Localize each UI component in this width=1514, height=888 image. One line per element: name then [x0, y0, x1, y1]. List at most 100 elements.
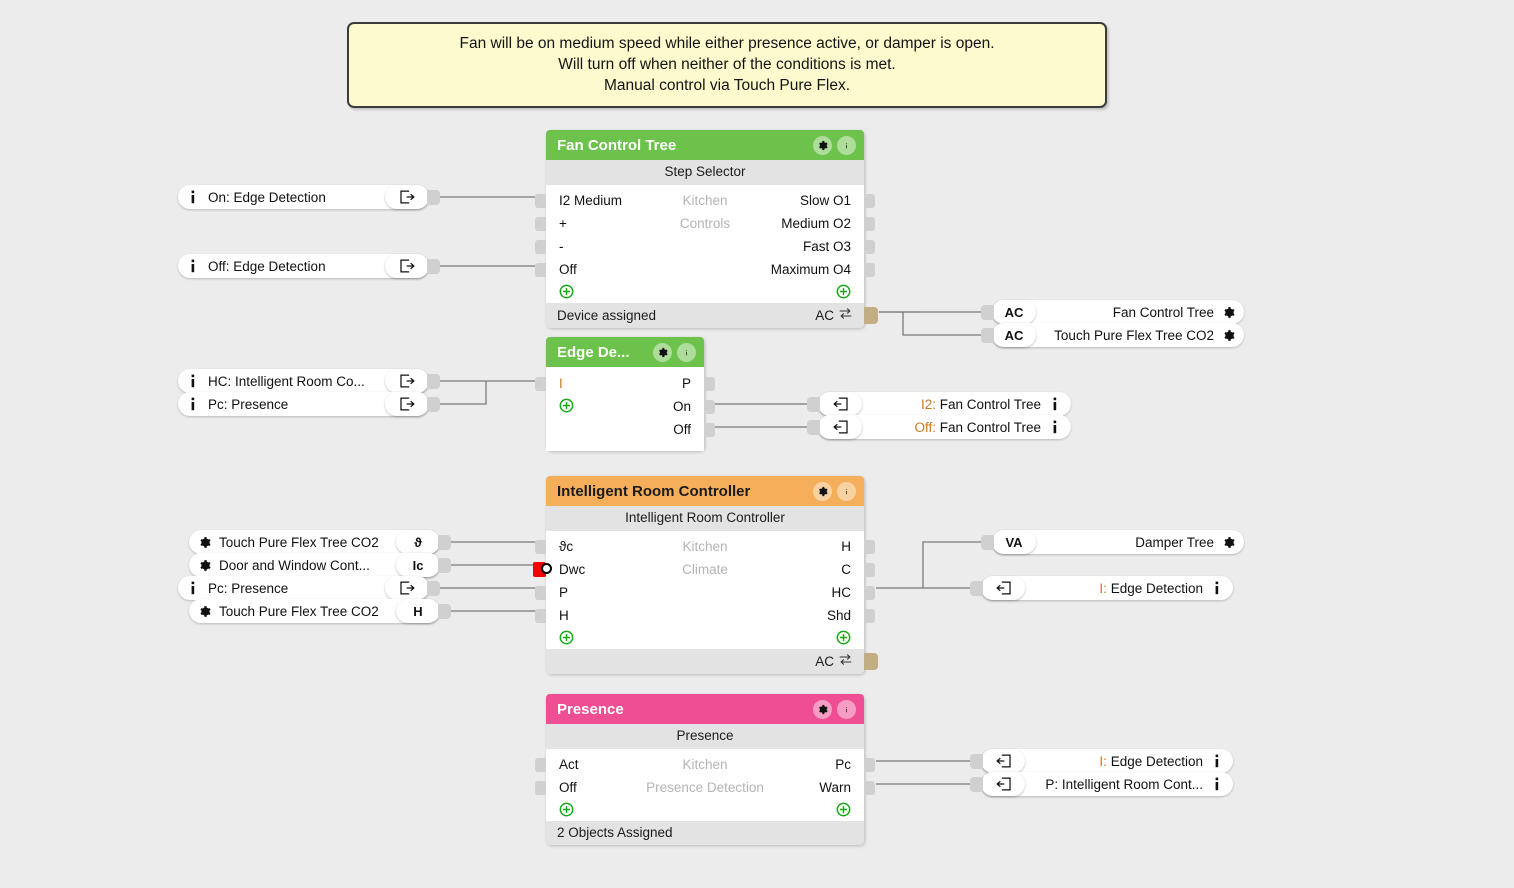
ac-port[interactable] — [864, 306, 878, 324]
output-port[interactable] — [704, 376, 715, 391]
node-edge-detection[interactable]: Edge De... I P — [535, 337, 715, 451]
input-port[interactable] — [535, 539, 546, 554]
pill-source-door-and-window-controller[interactable]: Door and Window Cont... Ic — [189, 553, 451, 577]
pill-target-damper-tree[interactable]: VA Damper Tree — [981, 530, 1244, 554]
gear-icon[interactable] — [1221, 329, 1235, 342]
input-port[interactable] — [535, 780, 546, 795]
connector-nub[interactable] — [970, 580, 983, 596]
node-intelligent-room-controller[interactable]: Intelligent Room Controller Intelligent … — [533, 476, 878, 674]
pill-source-pc-presence-irc[interactable]: Pc: Presence — [178, 576, 440, 600]
add-input-icon[interactable] — [559, 630, 574, 645]
pill-source-off-edge-detection[interactable]: Off: Edge Detection — [178, 254, 440, 278]
import-icon[interactable] — [818, 392, 862, 416]
export-icon[interactable] — [385, 185, 429, 209]
connector-nub[interactable] — [970, 776, 983, 792]
connector-nub[interactable] — [970, 753, 983, 769]
pill-name: Edge Detection — [1106, 753, 1203, 769]
add-output-icon[interactable] — [836, 630, 851, 645]
pill-source-hc-intelligent-room-controller[interactable]: HC: Intelligent Room Co... — [178, 369, 440, 393]
pill-target-off-fan-control-tree[interactable]: Off: Fan Control Tree — [807, 415, 1071, 439]
ic-badge[interactable]: Ic — [396, 553, 440, 577]
output-port[interactable] — [704, 422, 715, 437]
input-port[interactable] — [535, 216, 546, 231]
temperature-badge[interactable]: ϑ — [396, 530, 440, 554]
connector-nub[interactable] — [981, 327, 994, 343]
info-icon[interactable] — [1048, 420, 1062, 434]
connector-nub[interactable] — [807, 419, 820, 435]
import-icon[interactable] — [981, 749, 1025, 773]
info-icon[interactable] — [1048, 397, 1062, 411]
ac-port[interactable] — [864, 652, 878, 670]
pill-source-pc-presence[interactable]: Pc: Presence — [178, 392, 440, 416]
humidity-badge[interactable]: H — [396, 599, 440, 623]
node-presence[interactable]: Presence Presence Act Kitchen Pc Off Pre… — [535, 694, 875, 845]
info-icon[interactable] — [1210, 754, 1224, 768]
gear-icon[interactable] — [1221, 536, 1235, 549]
info-icon[interactable] — [1210, 581, 1224, 595]
pill-target-touch-pure-flex-tree-co2[interactable]: AC Touch Pure Flex Tree CO2 — [981, 323, 1244, 347]
import-icon[interactable] — [981, 772, 1025, 796]
output-port[interactable] — [864, 239, 875, 254]
input-port[interactable] — [535, 376, 546, 391]
export-icon[interactable] — [385, 254, 429, 278]
export-icon[interactable] — [385, 369, 429, 393]
connector-nub[interactable] — [427, 580, 440, 596]
pill-target-i-edge-detection-irc[interactable]: I: Edge Detection — [970, 576, 1233, 600]
input-port[interactable] — [535, 757, 546, 772]
pill-target-p-intelligent-room-controller[interactable]: P: Intelligent Room Cont... — [970, 772, 1233, 796]
output-port[interactable] — [864, 608, 875, 623]
input-port[interactable] — [535, 585, 546, 600]
export-icon[interactable] — [385, 576, 429, 600]
output-port[interactable] — [864, 193, 875, 208]
output-port[interactable] — [864, 539, 875, 554]
info-icon[interactable] — [837, 135, 856, 155]
output-label: Slow O1 — [799, 193, 851, 208]
import-icon[interactable] — [981, 576, 1025, 600]
connector-nub[interactable] — [427, 189, 440, 205]
gear-icon[interactable] — [813, 699, 832, 719]
gear-icon[interactable] — [813, 135, 832, 155]
input-port[interactable] — [535, 262, 546, 277]
connector-nub[interactable] — [427, 373, 440, 389]
add-input-icon[interactable] — [559, 284, 574, 299]
info-icon[interactable] — [837, 481, 856, 501]
gear-icon[interactable] — [1221, 306, 1235, 319]
pill-source-touch-pure-flex-tree-co2-humidity[interactable]: Touch Pure Flex Tree CO2 H — [189, 599, 451, 623]
pill-target-i2-fan-control-tree[interactable]: I2: Fan Control Tree — [807, 392, 1071, 416]
add-output-icon[interactable] — [836, 284, 851, 299]
gear-icon[interactable] — [653, 342, 672, 362]
output-port[interactable] — [864, 757, 875, 772]
output-port[interactable] — [704, 399, 715, 414]
input-port[interactable] — [535, 608, 546, 623]
node-fan-control-tree[interactable]: Fan Control Tree Step Selector I2 Medium… — [535, 130, 878, 328]
pill-target-fan-control-tree[interactable]: AC Fan Control Tree — [981, 300, 1244, 324]
pill-target-i-edge-detection-presence[interactable]: I: Edge Detection — [970, 749, 1233, 773]
output-port[interactable] — [864, 216, 875, 231]
connector-nub[interactable] — [427, 258, 440, 274]
connector-nub[interactable] — [438, 557, 451, 573]
info-icon[interactable] — [677, 342, 696, 362]
connector-nub[interactable] — [427, 396, 440, 412]
output-port[interactable] — [864, 262, 875, 277]
connector-nub[interactable] — [981, 534, 994, 550]
gear-icon[interactable] — [813, 481, 832, 501]
pill-source-on-edge-detection[interactable]: On: Edge Detection — [178, 185, 440, 209]
connector-nub[interactable] — [981, 304, 994, 320]
input-port[interactable] — [535, 239, 546, 254]
add-input-icon[interactable] — [559, 802, 574, 817]
connector-nub[interactable] — [438, 534, 451, 550]
add-output-icon[interactable] — [836, 802, 851, 817]
add-input-icon[interactable] — [559, 398, 574, 413]
output-port[interactable] — [864, 562, 875, 577]
info-icon[interactable] — [837, 699, 856, 719]
input-port[interactable] — [535, 193, 546, 208]
input-port-error[interactable] — [533, 562, 552, 577]
output-port[interactable] — [864, 780, 875, 795]
connector-nub[interactable] — [807, 396, 820, 412]
info-icon[interactable] — [1210, 777, 1224, 791]
export-icon[interactable] — [385, 392, 429, 416]
output-port[interactable] — [864, 585, 875, 600]
pill-source-touch-pure-flex-tree-co2-temp[interactable]: Touch Pure Flex Tree CO2 ϑ — [189, 530, 451, 554]
connector-nub[interactable] — [438, 603, 451, 619]
import-icon[interactable] — [818, 415, 862, 439]
